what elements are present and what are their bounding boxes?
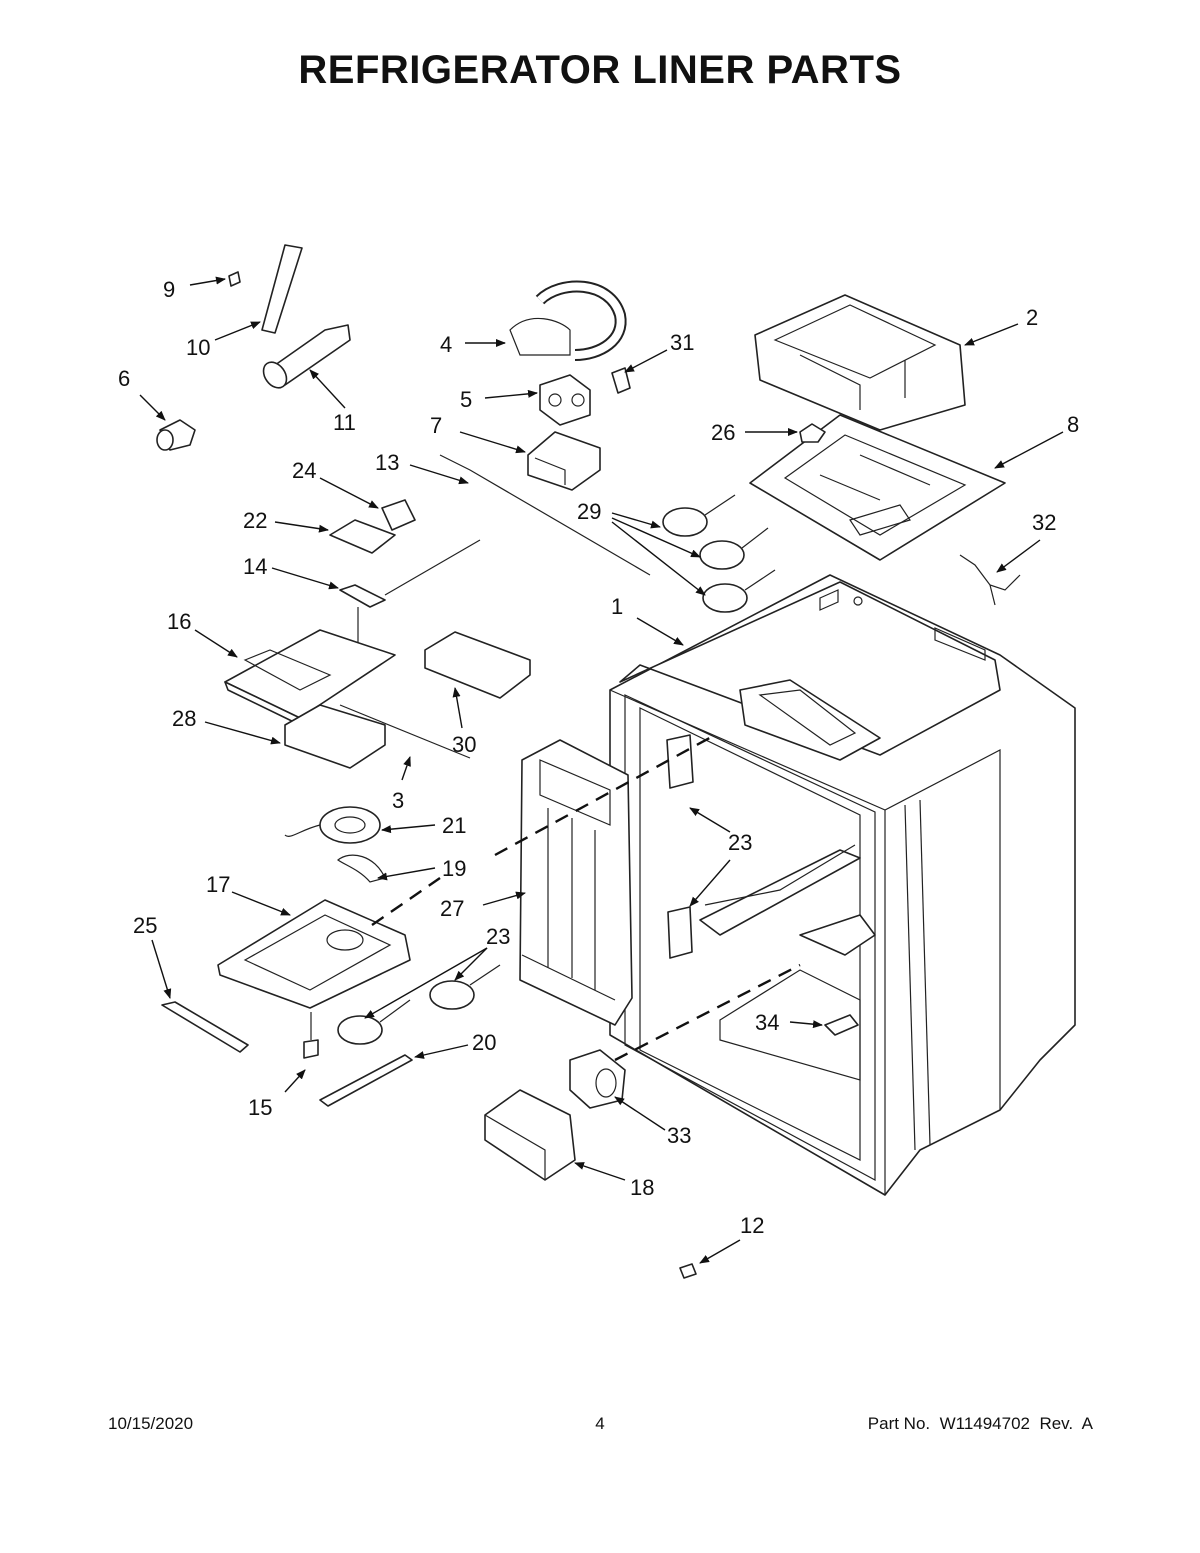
callout-14: 14	[243, 554, 267, 579]
callout-3: 3	[392, 788, 404, 813]
gasket-22	[329, 519, 396, 554]
callout-7: 7	[430, 413, 442, 438]
callout-29: 29	[577, 499, 601, 524]
strip-25	[161, 1001, 249, 1053]
gasket-19	[337, 854, 386, 883]
top-bracket	[754, 294, 966, 431]
lamp-29-a	[662, 494, 736, 537]
callout-19: 19	[442, 856, 466, 881]
page-title: REFRIGERATOR LINER PARTS	[298, 48, 902, 92]
fan-21	[284, 806, 381, 844]
air-duct	[519, 739, 633, 1026]
liner-body	[609, 574, 1076, 1196]
part-26	[799, 423, 826, 443]
callout-5: 5	[460, 387, 472, 412]
valve	[539, 374, 591, 426]
callout-4: 4	[440, 332, 452, 357]
gasket-24	[381, 499, 416, 531]
callout-30: 30	[452, 732, 476, 757]
strip-10	[261, 244, 303, 334]
callout-10: 10	[186, 335, 210, 360]
damper-box	[527, 431, 601, 491]
bucket-18	[484, 1089, 576, 1181]
callout-16: 16	[167, 609, 191, 634]
callout-17: 17	[206, 872, 230, 897]
callout-24: 24	[292, 458, 316, 483]
harness-32	[959, 554, 1021, 606]
cover-30	[424, 631, 531, 699]
filter-11	[262, 324, 351, 389]
housing-28	[284, 704, 471, 769]
rod-13	[439, 454, 651, 576]
callout-1: 1	[611, 594, 623, 619]
lamp-23-b	[429, 964, 501, 1010]
screw-9	[228, 271, 241, 287]
callout-32: 32	[1032, 510, 1056, 535]
callout-34: 34	[755, 1010, 779, 1035]
callout-12: 12	[740, 1213, 764, 1238]
lamp-23-a	[337, 999, 411, 1045]
part-34	[824, 1014, 859, 1036]
strip-20	[319, 1054, 413, 1107]
callout-25: 25	[133, 913, 157, 938]
callout-31: 31	[670, 330, 694, 355]
callout-6: 6	[118, 366, 130, 391]
fan-housing-17	[217, 899, 411, 1009]
leader-lines	[139, 276, 1064, 1264]
callout-26: 26	[711, 420, 735, 445]
callout-13: 13	[375, 450, 399, 475]
callout-8: 8	[1067, 412, 1079, 437]
callout-9: 9	[163, 277, 175, 302]
heater-14	[339, 539, 481, 645]
screw-15	[303, 1012, 319, 1059]
callout-2: 2	[1026, 305, 1038, 330]
cap-6	[156, 419, 196, 451]
callout-labels: 1 2 3 4 5 6 7 8 9 10 11 12 13 14 15 16 1…	[118, 277, 1079, 1238]
footer-part-number: Part No. W11494702 Rev. A	[867, 1414, 1093, 1433]
cover-plate	[749, 414, 1006, 561]
callout-11: 11	[333, 410, 356, 435]
callout-27: 27	[440, 896, 464, 921]
callout-15: 15	[248, 1095, 272, 1120]
lamp-29-c	[702, 569, 776, 613]
water-tube	[509, 280, 627, 361]
alignment-line-duct	[494, 733, 716, 857]
callout-21: 21	[442, 813, 466, 838]
footer-date: 10/15/2020	[108, 1414, 194, 1433]
lamp-29-b	[699, 527, 769, 570]
callout-28: 28	[172, 706, 196, 731]
footer-page-number: 4	[595, 1414, 605, 1433]
callout-33: 33	[667, 1123, 691, 1148]
callout-22: 22	[243, 508, 267, 533]
alignment-line-bottom	[614, 963, 801, 1062]
callout-18: 18	[630, 1175, 654, 1200]
clip-31	[611, 367, 631, 394]
callout-23-upper: 23	[728, 830, 752, 855]
alignment-line-housing	[371, 877, 441, 926]
control-board-16	[224, 629, 396, 726]
part-12	[679, 1263, 697, 1279]
callout-20: 20	[472, 1030, 496, 1055]
callout-23-lower: 23	[486, 924, 510, 949]
